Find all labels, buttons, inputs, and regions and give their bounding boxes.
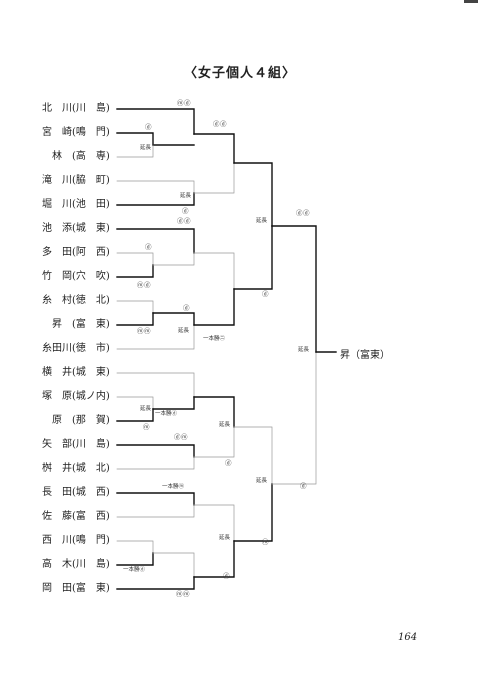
score-mark: ⓓ xyxy=(145,123,152,131)
score-mark: ⓓ xyxy=(182,207,189,215)
ippon-label: 一本勝ⓓ xyxy=(155,411,178,417)
player-name: 竹 岡(穴 吹) xyxy=(42,271,110,282)
player-name: 塚 原(城ノ内) xyxy=(42,391,110,402)
page-title: 〈女子個人４組〉 xyxy=(183,66,296,81)
ippon-label: 一本勝ⓜ xyxy=(162,484,185,490)
extension-label: 延長 xyxy=(256,218,268,224)
player-name: 宮 崎(鳴 門) xyxy=(42,127,110,138)
score-mark: ⓜ xyxy=(143,423,150,431)
score-mark: ⓓ xyxy=(300,482,307,490)
player-name: 岡 田(富 東) xyxy=(42,583,110,594)
bracket-lines-round2 xyxy=(193,133,235,578)
player-name: 昇 (富 東) xyxy=(42,319,110,330)
score-mark: ⓓ xyxy=(225,459,232,467)
ippon-label: 一本勝ⓓ xyxy=(123,567,146,573)
player-name: 滝 川(脇 町) xyxy=(42,175,110,186)
player-name: 西 川(鳴 門) xyxy=(42,535,110,546)
score-mark: ⓓⓓ xyxy=(177,217,191,225)
score-mark: ⓜⓜ xyxy=(176,590,190,598)
score-mark: ⓜⓓ xyxy=(137,281,151,289)
player-name: 多 田(阿 西) xyxy=(42,247,110,258)
winner-label: 昇（富東） xyxy=(340,350,390,361)
player-name: 長 田(城 西) xyxy=(42,487,110,498)
player-name: 佐 藤(富 西) xyxy=(42,511,110,522)
score-mark: ⓓ xyxy=(183,304,190,312)
player-name: 林 (高 専) xyxy=(42,151,110,162)
ippon-label: 一本勝㊁ xyxy=(203,336,226,342)
corner-mark xyxy=(464,0,478,3)
bracket-lines-round1 xyxy=(116,108,195,590)
player-name: 堀 川(池 田) xyxy=(42,199,110,210)
player-name: 池 添(城 東) xyxy=(42,223,110,234)
player-name: 北 川(川 島) xyxy=(42,103,110,114)
player-name: 糸 村(徳 北) xyxy=(42,295,110,306)
player-name: 矢 部(川 島) xyxy=(42,439,110,450)
player-name: 原 (那 賀) xyxy=(42,415,110,426)
extension-label: 延長 xyxy=(178,328,190,334)
score-mark: ⓜ xyxy=(262,538,269,546)
extension-label: 延長 xyxy=(256,478,268,484)
extension-label: 延長 xyxy=(180,193,192,199)
bracket-lines-round3 xyxy=(233,162,273,542)
page-number: 164 xyxy=(398,632,418,643)
score-mark: ⓜⓓ xyxy=(177,99,191,107)
extension-label: 延長 xyxy=(298,347,310,353)
extension-label: 延長 xyxy=(140,406,152,412)
score-mark: ⓓ xyxy=(262,290,269,298)
player-name: 桝 井(城 北) xyxy=(42,463,110,474)
score-mark: ⓓⓓ xyxy=(213,120,227,128)
score-mark: ⓜⓜ xyxy=(137,327,151,335)
score-mark: ⓓⓜ xyxy=(174,433,188,441)
score-mark: ⓓ xyxy=(145,243,152,251)
score-mark: ⓓ xyxy=(223,572,230,580)
player-name: 横 井(城 東) xyxy=(42,367,110,378)
player-name: 糸田川(徳 市) xyxy=(42,343,110,354)
bracket-lines-final xyxy=(271,225,337,485)
extension-label: 延長 xyxy=(219,535,231,541)
score-mark: ⓓⓓ xyxy=(296,209,310,217)
extension-label: 延長 xyxy=(219,422,231,428)
player-name: 高 木(川 島) xyxy=(42,559,110,570)
extension-label: 延長 xyxy=(140,145,152,151)
